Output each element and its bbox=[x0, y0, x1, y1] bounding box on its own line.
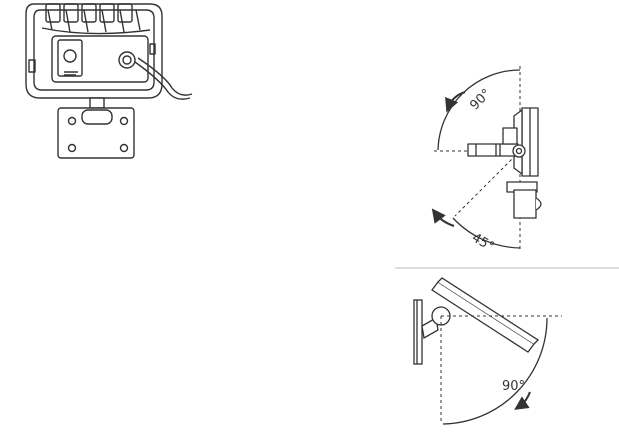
lower-rotation-arc bbox=[452, 217, 521, 249]
tilt-angle-label: 90° bbox=[502, 379, 525, 394]
curved-arrow-icon bbox=[431, 208, 455, 227]
floodlight-side-profile bbox=[467, 107, 542, 219]
curved-arrow-icon bbox=[514, 391, 531, 410]
side-view-tilt-diagram: 90° 45° bbox=[431, 66, 542, 255]
floodlight-rear-view bbox=[25, 3, 193, 159]
upper-angle-label: 90° bbox=[467, 86, 494, 113]
tilt-rotation-arc bbox=[442, 317, 548, 425]
wall-mount-tilt-diagram: 90° bbox=[413, 277, 562, 425]
curved-arrow-icon bbox=[445, 91, 466, 113]
